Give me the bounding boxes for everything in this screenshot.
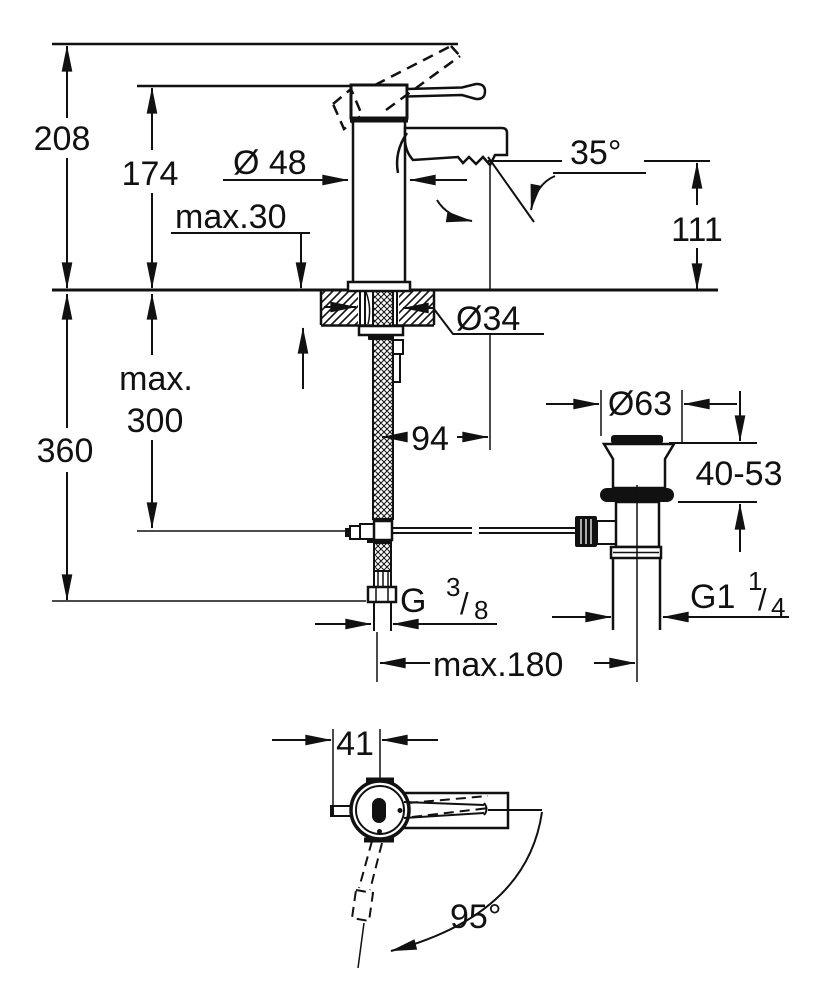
- handle-dashed-position: [407, 795, 490, 818]
- faucet-body: [351, 118, 407, 285]
- dim-overall-height: 208: [34, 45, 91, 289]
- screw-dot-bottom: [377, 829, 382, 834]
- waste-flange-label: Ø63: [608, 385, 672, 423]
- hole-diameter-label: Ø34: [456, 300, 520, 338]
- rod-end-cap: [345, 528, 350, 537]
- outlet-slot: [372, 798, 386, 823]
- dim-spout-angle: 35°: [436, 134, 710, 223]
- popup-rod-lines: [393, 527, 575, 534]
- popup-rod: [52, 527, 575, 602]
- side-stub: [333, 805, 351, 817]
- hose-depth-value: 300: [127, 402, 184, 440]
- body-tabs: [364, 777, 394, 843]
- dim-hose-depth: max. 300: [119, 293, 193, 529]
- handle-rotated-dashed: [350, 840, 383, 923]
- knurl-ribs: [580, 519, 592, 544]
- dim-center-distance: max.180: [379, 646, 636, 684]
- swivel-arc: [390, 811, 543, 952]
- dim-spout-reach: 94: [381, 420, 489, 458]
- faucet-base: [346, 280, 412, 293]
- hose-depth-word: max.: [119, 360, 193, 398]
- faucet-top-view: 41 95°: [272, 725, 543, 969]
- rod-tee-band: [367, 539, 392, 543]
- body-diameter-label: Ø 48: [233, 144, 307, 182]
- braided-hose-lower: [373, 542, 392, 572]
- dim-deck-thickness: max.30: [171, 198, 310, 389]
- overall-height-label: 208: [34, 120, 91, 158]
- dim-overall-depth: 360: [37, 293, 94, 601]
- deck-thickness-label: max.30: [175, 198, 287, 236]
- rod-knob: [349, 525, 361, 540]
- hose-crimp-ribs: [377, 572, 389, 586]
- spout-height-label: 111: [671, 211, 723, 249]
- mounting-washer: [357, 324, 405, 337]
- dim-body-diameter: Ø 48: [223, 144, 467, 186]
- washer-ring: [368, 335, 394, 340]
- lever-raised-dashed: [331, 44, 461, 131]
- shank-curve: [365, 291, 371, 325]
- waste-plug-cap: [611, 435, 663, 444]
- handle-offset-label: 41: [336, 725, 374, 763]
- waste-thread-base: G1: [690, 578, 735, 616]
- hose-hex-nut: [366, 585, 398, 604]
- hose-tail-tube: [373, 602, 392, 631]
- swivel-end-line: [357, 922, 365, 969]
- spout-reach-label: 94: [411, 420, 449, 458]
- faucet-side-view: [331, 44, 509, 450]
- hex-nut-facets: [375, 588, 389, 601]
- waste-thread-denominator: 4: [771, 592, 785, 622]
- waste-collar: [596, 520, 618, 545]
- cartridge-housing: [349, 83, 409, 120]
- waste-upper-body: [601, 442, 677, 490]
- waste-thread-numerator: 1: [748, 566, 762, 596]
- swivel-angle-label: 95°: [450, 898, 501, 936]
- dim-waste-range: 40-53: [669, 391, 782, 552]
- body-height-label: 174: [122, 155, 179, 193]
- screw-dot-right: [397, 808, 403, 813]
- waste-tailpipe: [611, 558, 662, 630]
- supply-thread-numerator: 3: [446, 572, 460, 602]
- dim-spout-height: 111: [671, 162, 723, 290]
- spout-angle-label: 35°: [570, 134, 621, 172]
- mounting-shank-lines: [359, 291, 398, 325]
- spout: [403, 126, 509, 168]
- dim-waste-thread: G1 1 / 4: [552, 566, 789, 623]
- spout-body-junction: [395, 132, 409, 174]
- supply-thread-denominator: 8: [474, 595, 488, 625]
- offset-extension-lines: [332, 729, 381, 805]
- rod-tee-left: [359, 523, 375, 540]
- center-distance-label: max.180: [433, 646, 563, 684]
- waste-assembly: [575, 435, 677, 682]
- supply-thread-slash: /: [460, 586, 469, 621]
- rod-tee-body: [372, 519, 394, 542]
- lever-handle: [405, 82, 487, 101]
- overall-depth-label: 360: [37, 432, 94, 470]
- side-stub-cap: [330, 805, 334, 817]
- dim-hole-diameter: Ø34: [324, 300, 544, 338]
- waste-range-label: 40-53: [696, 455, 783, 493]
- waste-thread-slash: /: [758, 582, 767, 617]
- dim-body-height: 174: [122, 87, 179, 289]
- supply-thread-base: G: [400, 582, 426, 620]
- dim-waste-flange: Ø63: [546, 385, 737, 442]
- dim-supply-thread: G 3 / 8: [315, 572, 497, 630]
